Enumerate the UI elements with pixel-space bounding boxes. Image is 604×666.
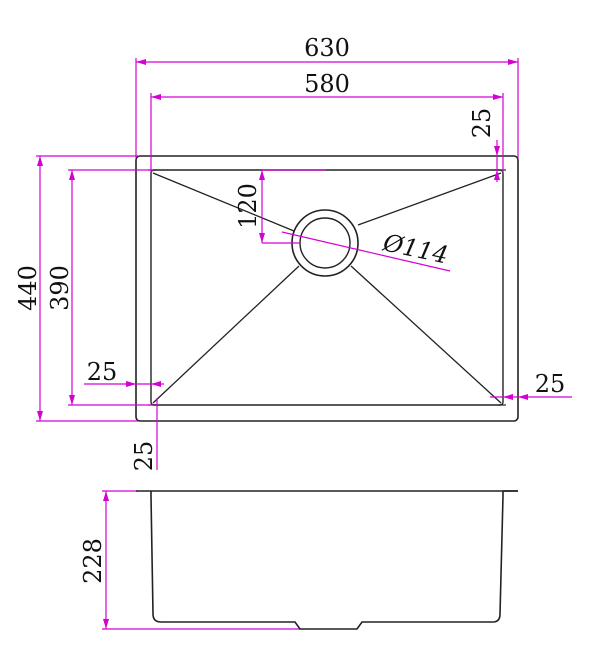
sink-outer-outline [135, 155, 519, 422]
label-flange-right: 25 [535, 370, 566, 398]
label-outer-depth: 440 [14, 265, 42, 311]
dimension-lines [36, 58, 572, 630]
dimension-arrows [37, 59, 528, 629]
label-flange-bottom: 25 [130, 441, 158, 472]
label-bowl-height: 228 [79, 538, 107, 584]
label-outer-width: 630 [304, 34, 350, 62]
label-inner-width: 580 [304, 70, 350, 98]
drain-inner-ring [299, 217, 351, 269]
top-view [135, 155, 519, 422]
side-bowl-profile [150, 491, 504, 630]
label-flange-left: 25 [87, 358, 118, 386]
slope-line-top-left [152, 172, 295, 232]
slope-line-bottom-right [350, 265, 502, 404]
label-inner-depth: 390 [46, 265, 74, 311]
label-drain-offset: 120 [234, 183, 262, 229]
drain-outer-ring [291, 209, 359, 277]
slope-line-top-right [357, 172, 502, 226]
slope-line-bottom-left [152, 265, 300, 404]
sink-inner-bowl [150, 169, 504, 406]
label-flange-top: 25 [468, 108, 496, 139]
side-view [136, 490, 518, 630]
dim-line-drain-diameter [281, 231, 451, 272]
